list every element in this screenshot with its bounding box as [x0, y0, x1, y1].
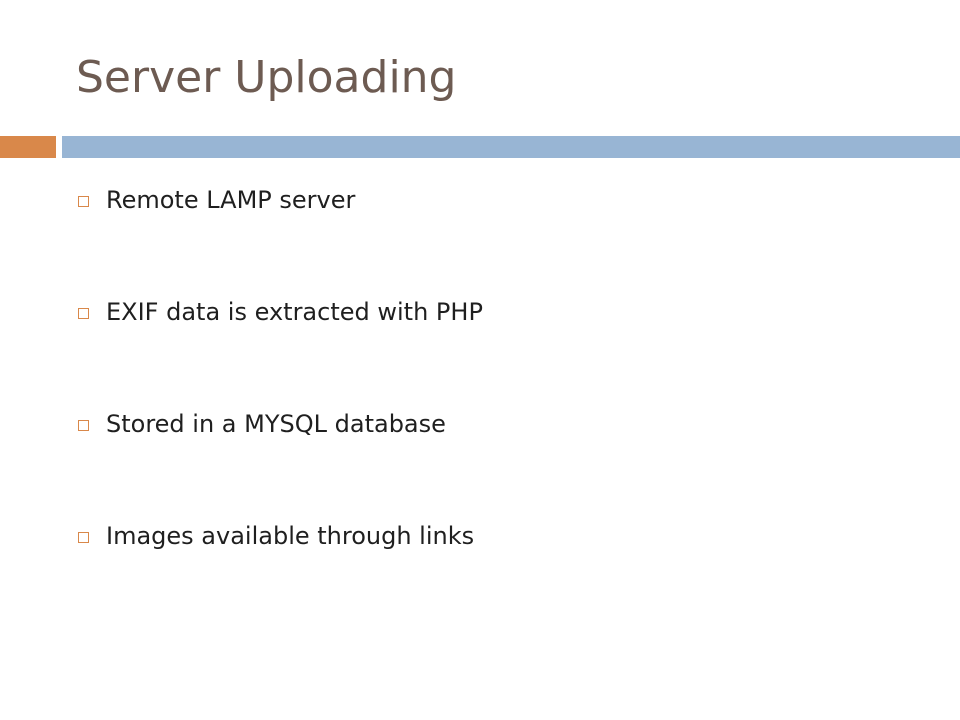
title-accent-bar: [0, 136, 56, 158]
list-item: Images available through links: [78, 512, 483, 560]
list-item: Stored in a MYSQL database: [78, 400, 483, 448]
bullet-text: Remote LAMP server: [106, 186, 356, 214]
title-divider-bar: [62, 136, 960, 158]
bullet-text: Images available through links: [106, 522, 475, 550]
list-item: EXIF data is extracted with PHP: [78, 288, 483, 336]
bullet-text: Stored in a MYSQL database: [106, 410, 446, 438]
square-outline-icon: [78, 195, 89, 207]
square-outline-icon: [78, 419, 89, 431]
square-outline-icon: [78, 531, 89, 543]
slide-title: Server Uploading: [76, 52, 457, 103]
square-outline-icon: [78, 307, 89, 319]
bullet-list: Remote LAMP server EXIF data is extracte…: [78, 176, 483, 624]
list-item: Remote LAMP server: [78, 176, 483, 224]
bullet-text: EXIF data is extracted with PHP: [106, 298, 483, 326]
